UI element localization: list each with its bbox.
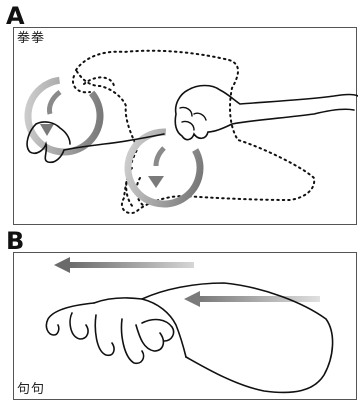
straight-arrow-icon [54,257,194,273]
panel-a: 拳拳 [13,27,357,225]
fist-arm-outline [175,86,358,140]
panel-b-illustration [14,253,358,401]
fist-knuckles [180,107,206,130]
panel-b: 句句 [13,252,357,400]
thumb-outline [142,320,174,341]
panel-a-letter: A [6,4,25,28]
hooked-fingers-outline [46,303,163,363]
panel-a-illustration [14,28,358,226]
panel-b-letter: B [6,229,24,253]
